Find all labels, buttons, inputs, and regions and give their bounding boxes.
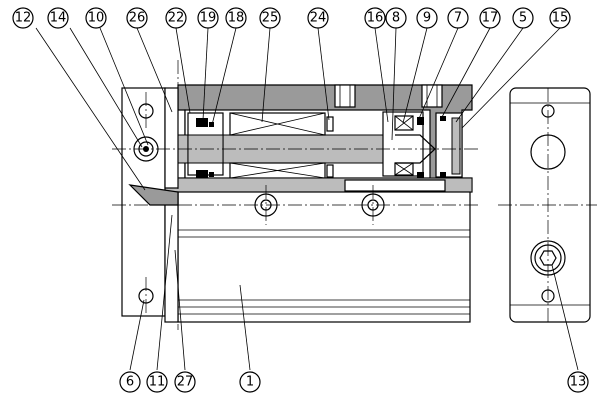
callout-number: 1 xyxy=(246,375,254,390)
spring-upper xyxy=(229,112,326,136)
hex-socket xyxy=(539,250,557,266)
callout-circle xyxy=(12,7,34,29)
callouts-top: 12 14 10 26 22 19 18 25 24 16 8 9 7 17 5 15 xyxy=(12,7,571,29)
callout-number: 10 xyxy=(88,11,105,26)
spring-seat-lower xyxy=(326,164,334,178)
callout-number: 24 xyxy=(310,11,327,26)
callout-6: 6 xyxy=(119,371,141,393)
callout-11: 11 xyxy=(146,371,168,393)
callout-circle xyxy=(259,7,281,29)
callout-circle xyxy=(416,7,438,29)
callout-circle xyxy=(447,7,469,29)
lower-cavity xyxy=(344,179,446,192)
callout-circle xyxy=(197,7,219,29)
callout-circle xyxy=(385,7,407,29)
callout-9: 9 xyxy=(416,7,438,29)
callout-circle xyxy=(146,371,168,393)
callout-number: 15 xyxy=(552,11,569,26)
piston-packing-lower xyxy=(417,172,424,178)
callout-circle xyxy=(364,7,386,29)
callout-circle xyxy=(174,371,196,393)
guide-rod xyxy=(164,191,179,323)
port-block-left xyxy=(334,84,356,108)
callout-number: 26 xyxy=(129,11,146,26)
spring-lower xyxy=(229,162,326,179)
callout-17: 17 xyxy=(479,7,501,29)
callout-number: 17 xyxy=(482,11,499,26)
section-view xyxy=(112,60,478,330)
callout-number: 6 xyxy=(126,375,134,390)
spring-seat-upper xyxy=(326,116,334,132)
callout-circle xyxy=(239,371,261,393)
rod-seal-lower xyxy=(196,170,208,179)
callout-number: 16 xyxy=(367,11,384,26)
callout-number: 22 xyxy=(168,11,185,26)
callout-number: 7 xyxy=(454,11,462,26)
callout-circle xyxy=(549,7,571,29)
callout-circle xyxy=(47,7,69,29)
piston-seal-lower xyxy=(394,162,414,176)
rod-end-taper xyxy=(395,134,436,164)
callout-24: 24 xyxy=(307,7,329,29)
callout-5: 5 xyxy=(512,7,534,29)
piston-packing-upper xyxy=(417,117,424,125)
callout-10: 10 xyxy=(85,7,107,29)
callout-circle xyxy=(567,371,589,393)
callouts-bottom: 6 11 27 1 13 xyxy=(119,371,589,393)
piston-seal-upper xyxy=(394,115,414,131)
callout-13: 13 xyxy=(567,371,589,393)
callout-16: 16 xyxy=(364,7,386,29)
callout-number: 13 xyxy=(570,375,587,390)
callout-circle xyxy=(479,7,501,29)
callout-number: 8 xyxy=(392,11,400,26)
callout-number: 11 xyxy=(149,375,166,390)
wiper-upper xyxy=(209,122,214,127)
callout-number: 14 xyxy=(50,11,67,26)
callout-circle xyxy=(126,7,148,29)
callout-circle xyxy=(165,7,187,29)
leader-lines xyxy=(35,27,579,371)
callout-number: 5 xyxy=(519,11,527,26)
callout-1: 1 xyxy=(239,371,261,393)
callout-number: 18 xyxy=(228,11,245,26)
rod-seal-upper xyxy=(196,118,208,127)
callout-18: 18 xyxy=(225,7,247,29)
callout-circle xyxy=(307,7,329,29)
callout-8: 8 xyxy=(385,7,407,29)
callout-25: 25 xyxy=(259,7,281,29)
callout-27: 27 xyxy=(174,371,196,393)
callout-22: 22 xyxy=(165,7,187,29)
cover-seal-upper xyxy=(440,116,446,121)
callout-number: 12 xyxy=(15,11,32,26)
callout-19: 19 xyxy=(197,7,219,29)
callout-12: 12 xyxy=(12,7,34,29)
callout-26: 26 xyxy=(126,7,148,29)
callout-circle xyxy=(512,7,534,29)
wiper-lower xyxy=(209,172,214,177)
callout-circle xyxy=(85,7,107,29)
callout-circle xyxy=(119,371,141,393)
callout-number: 25 xyxy=(262,11,279,26)
callout-15: 15 xyxy=(549,7,571,29)
callout-number: 9 xyxy=(423,11,431,26)
cover-seal-lower xyxy=(440,172,446,177)
callout-number: 19 xyxy=(200,11,217,26)
callout-number: 27 xyxy=(177,375,194,390)
side-view xyxy=(498,87,597,323)
callout-circle xyxy=(225,7,247,29)
end-plate-boss xyxy=(164,87,179,189)
retaining-ring xyxy=(451,117,461,175)
callout-14: 14 xyxy=(47,7,69,29)
body-lower-view xyxy=(177,191,471,323)
callout-7: 7 xyxy=(447,7,469,29)
